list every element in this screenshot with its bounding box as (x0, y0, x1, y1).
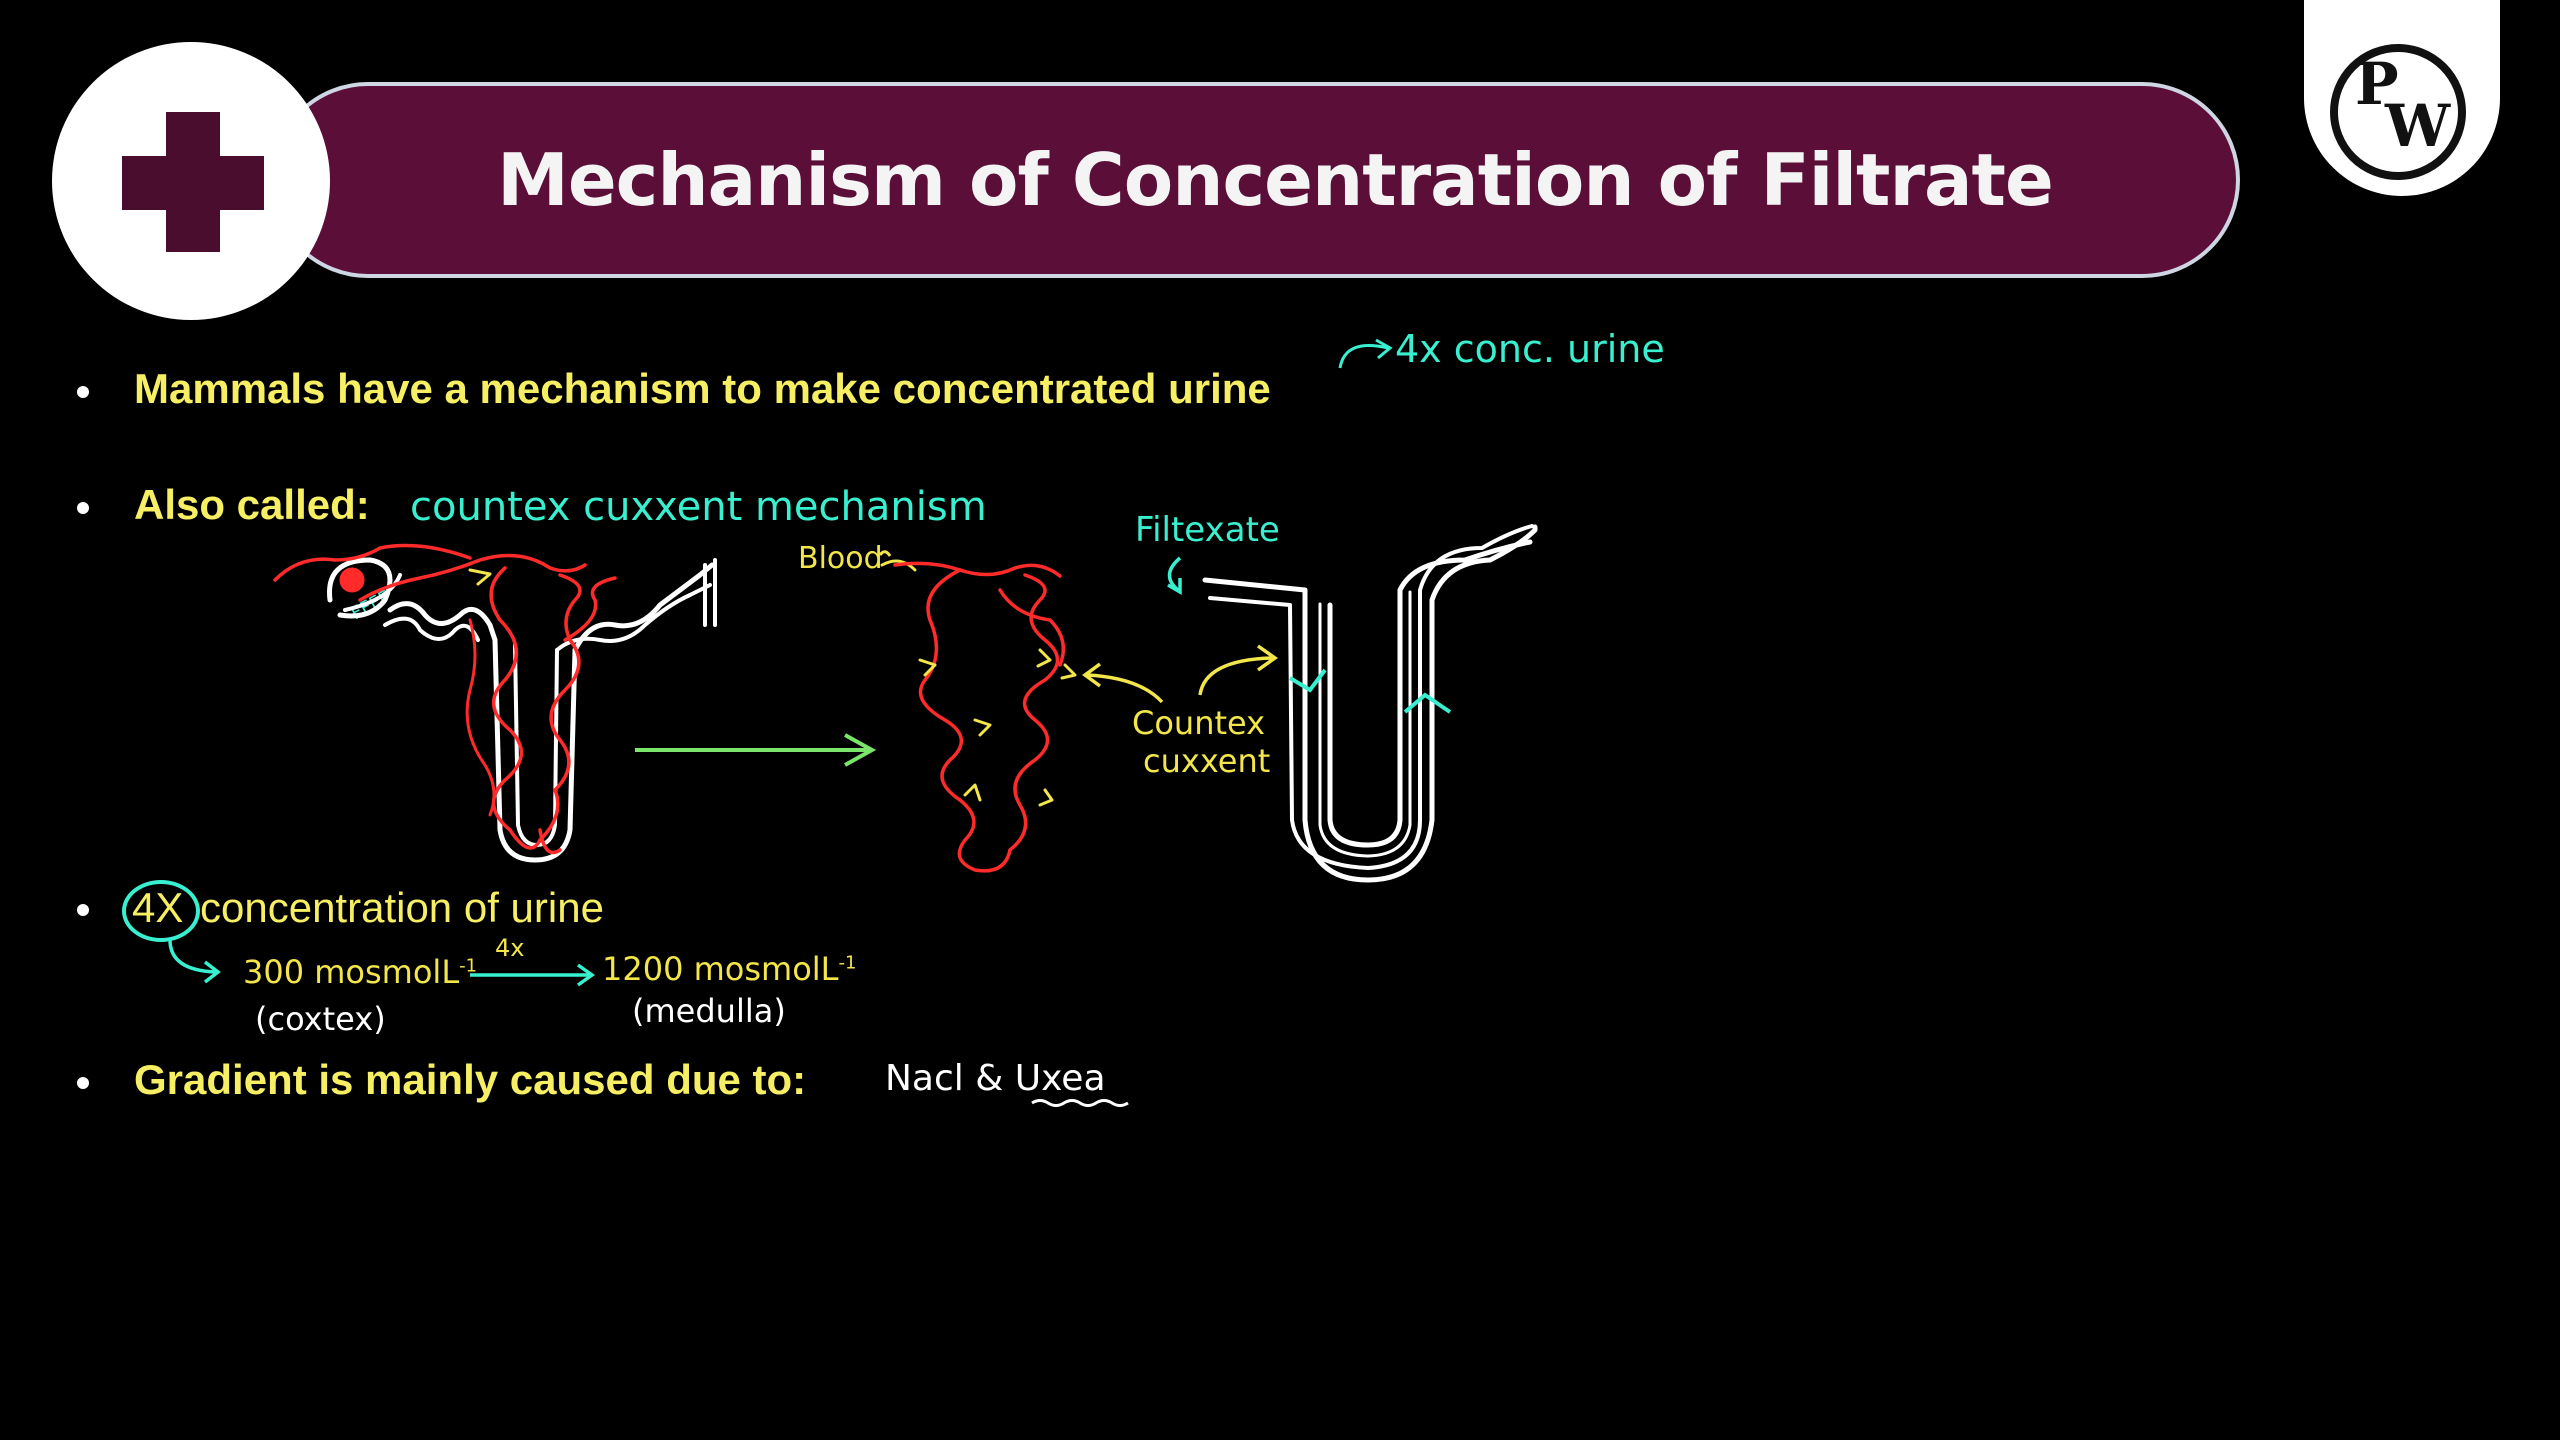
bowman-capsule (327, 557, 393, 619)
bullet-dot (77, 904, 89, 916)
glomerulus (339, 567, 365, 593)
cortex-osmolarity-value: 300 mosmolL (243, 953, 460, 991)
medulla-osmolarity-value: 1200 mosmolL (602, 950, 839, 988)
title-banner (270, 82, 2240, 278)
annotation-nacl-urea: Nacl & Uxea (885, 1058, 1106, 1099)
loop-inner (1208, 524, 1534, 870)
conc-note-arrow-head (1375, 338, 1393, 360)
blood-vessel-ascending (1008, 573, 1060, 852)
loop-marker-right (1403, 692, 1452, 714)
arrow-label-4x: 4x (495, 934, 525, 962)
bullet-dot (77, 1077, 89, 1089)
cortex-osmolarity-sup: -1 (459, 955, 478, 977)
plus-icon-bar (122, 156, 264, 210)
loop-outer (1202, 524, 1538, 883)
vessel-efferent (358, 553, 587, 602)
brand-logo-p: P (2355, 50, 2399, 118)
urea-underline (1031, 1099, 1129, 1107)
brand-logo-ring (2330, 44, 2466, 180)
medulla-osmolarity-sup: -1 (838, 952, 857, 974)
descending-limb-outer (492, 637, 578, 863)
brand-logo-w: W (2385, 92, 2451, 160)
bullet-dot (77, 386, 89, 398)
blood-vessel-top (893, 561, 1062, 578)
vessel-afferent (273, 543, 472, 582)
highlight-circle (122, 880, 200, 942)
vasa-recta-diagram (880, 559, 1077, 873)
loop-marker-left (1288, 668, 1327, 693)
cortex-osmolarity: 300 mosmolL-1 (243, 953, 477, 991)
blood-vessel-descending (918, 568, 1012, 873)
annotation-conc-urine: 4x conc. urine (1395, 327, 1665, 371)
highlight-arrow (168, 939, 216, 974)
annotation-counter-current: countex cuxxent mechanism (410, 484, 987, 530)
blood-arrow (878, 550, 892, 557)
loop-of-henle-diagram (1202, 524, 1538, 883)
label-filtrate: Filtexate (1135, 510, 1280, 550)
collecting-duct (703, 558, 717, 627)
label-counter-current-2: cuxxent (1143, 742, 1271, 780)
conc-note-arrow (1338, 344, 1389, 369)
bullet-dot (77, 502, 89, 514)
nephron-diagram-1 (273, 543, 717, 863)
bullet-text-mammals: Mammals have a mechanism to make concent… (134, 365, 1271, 412)
bullet-text-concentration: concentration of urine (200, 884, 604, 931)
medulla-osmolarity: 1200 mosmolL-1 (602, 950, 856, 988)
label-blood: Blood (798, 541, 883, 576)
bullet-label-also-called: Also called: (134, 481, 370, 528)
bullet-text-gradient: Gradient is mainly caused due to: (134, 1056, 807, 1103)
vasa-recta (489, 566, 582, 850)
label-medulla: (medulla) (632, 992, 786, 1030)
label-counter-current-1: Countex (1132, 704, 1266, 742)
counter-current-arrow-right (1198, 656, 1273, 696)
convoluted-tubule (387, 601, 498, 643)
highlight-4x: 4X (132, 884, 184, 931)
counter-current-arrow-left (1087, 673, 1164, 704)
slide-title: Mechanism of Concentration of Filtrate (497, 138, 2054, 222)
transition-arrow-head (844, 733, 877, 767)
label-cortex: (coxtex) (255, 1000, 386, 1038)
